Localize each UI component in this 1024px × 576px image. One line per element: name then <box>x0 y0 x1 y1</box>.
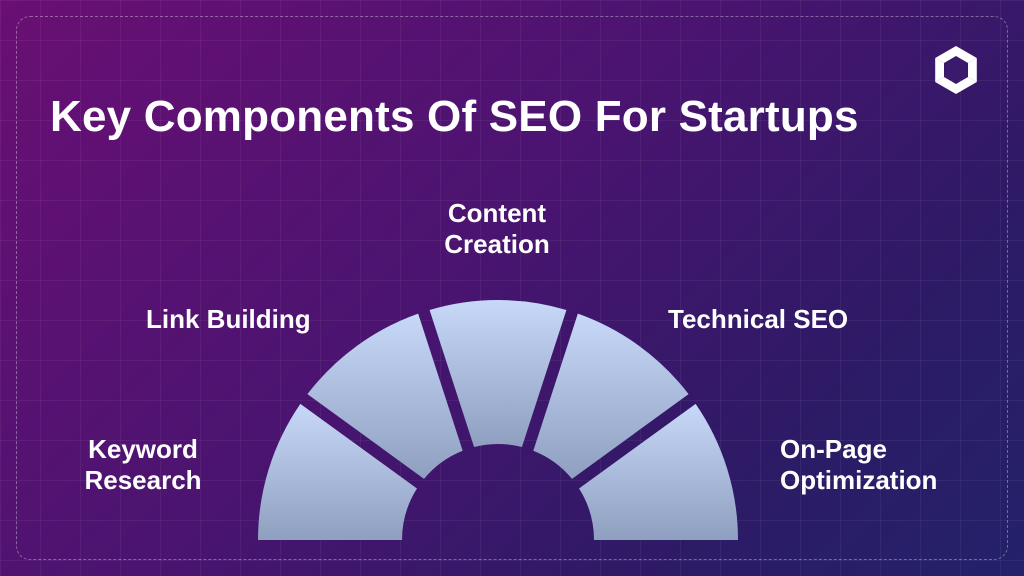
label-content-creation: Content Creation <box>444 198 550 259</box>
segment-on-page-optimization <box>579 403 738 540</box>
segment-technical-seo <box>533 313 689 479</box>
label-on-page-optimization: On-Page Optimization <box>780 434 938 495</box>
page-title: Key Components Of SEO For Startups <box>50 92 859 141</box>
label-link-building: Link Building <box>146 304 311 334</box>
label-technical-seo: Technical SEO <box>668 304 849 334</box>
segment-keyword-research <box>258 403 417 540</box>
dashed-frame <box>16 16 1008 560</box>
label-keyword-research: Keyword Research <box>84 434 202 495</box>
aperture-logo-icon <box>935 46 977 94</box>
segment-link-building <box>307 313 463 479</box>
segment-content-creation <box>429 300 567 448</box>
